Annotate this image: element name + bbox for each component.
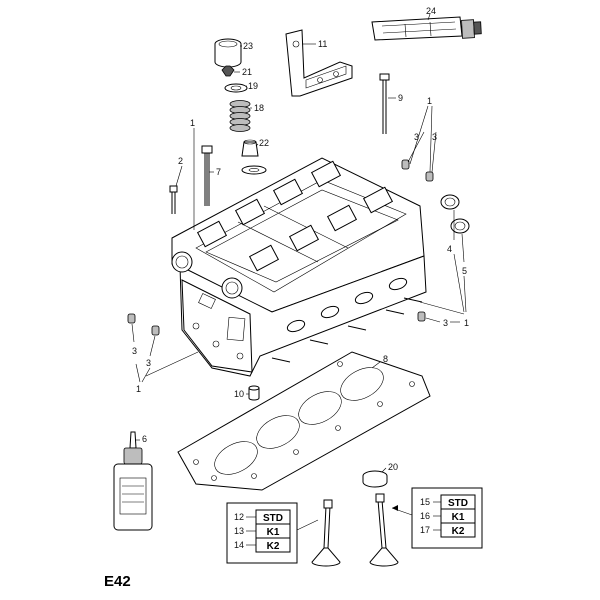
callout-2: 2	[178, 156, 183, 166]
inlet-valve	[311, 499, 341, 567]
callout-22: 22	[259, 138, 269, 148]
callout-17: 17	[420, 525, 430, 535]
leader-lines	[131, 13, 467, 473]
callout-1-right: 1	[464, 318, 469, 328]
valve-size-k1-left: K1	[267, 527, 280, 538]
callout-18: 18	[254, 103, 264, 113]
tappet	[214, 38, 242, 68]
valve-stem-seal	[241, 139, 259, 157]
callout-9: 9	[398, 93, 403, 103]
valve-size-std-left: STD	[263, 513, 283, 524]
valve-size-k2-left: K2	[267, 541, 280, 552]
callout-3-right: 3	[443, 318, 448, 328]
sealant-tube	[371, 16, 482, 41]
callout-1-top-right: 1	[427, 96, 432, 106]
callout-15: 15	[420, 497, 430, 507]
callout-labels: 24 11 23 21 19 18 22 9 7 1 2 1 3 3 4 5 3…	[132, 6, 469, 550]
callout-10: 10	[234, 389, 244, 399]
valve-keepers	[221, 65, 235, 77]
valve-size-box-left: STD K1 K2	[226, 502, 319, 564]
exhaust-valve	[369, 493, 399, 567]
callout-3-top-right-a: 3	[414, 132, 419, 142]
callout-14: 14	[234, 540, 244, 550]
callout-16: 16	[420, 511, 430, 521]
callout-5: 5	[462, 266, 467, 276]
valve-spring	[229, 100, 251, 132]
plug-10	[248, 385, 260, 401]
cylinder-head-bolt-9	[379, 73, 390, 134]
spring-retainer	[224, 83, 248, 93]
sealant-bottle	[113, 431, 153, 531]
valve-size-k2-right: K2	[452, 526, 465, 537]
callout-3-top-right-b: 3	[432, 132, 437, 142]
callout-1-top-left: 1	[190, 118, 195, 128]
callout-13: 13	[234, 526, 244, 536]
cylinder-head	[171, 157, 427, 377]
callout-3-left-a: 3	[132, 346, 137, 356]
callout-7: 7	[216, 167, 221, 177]
callout-24: 24	[426, 6, 436, 16]
callout-20: 20	[388, 462, 398, 472]
callout-23: 23	[243, 41, 253, 51]
valve-size-std-right: STD	[448, 498, 468, 509]
callout-3-left-b: 3	[146, 358, 151, 368]
dowel-sleeves	[127, 159, 434, 336]
callout-19: 19	[248, 81, 258, 91]
page-code: E42	[104, 573, 131, 590]
engine-bracket	[285, 29, 353, 97]
callout-8: 8	[383, 354, 388, 364]
valve-seat-ring	[362, 470, 388, 488]
valve-size-k1-right: K1	[452, 512, 465, 523]
callout-12: 12	[234, 512, 244, 522]
callout-4: 4	[447, 244, 452, 254]
bolt-2	[169, 185, 178, 214]
callout-1-left: 1	[136, 384, 141, 394]
valve-size-box-right: STD K1 K2	[391, 487, 483, 549]
cylinder-head-gasket	[177, 351, 431, 491]
washer	[241, 165, 267, 175]
callout-21: 21	[242, 67, 252, 77]
sealing-plugs	[440, 194, 470, 234]
callout-6: 6	[142, 434, 147, 444]
cylinder-head-bolt-7	[201, 145, 213, 206]
callout-11: 11	[318, 39, 327, 49]
